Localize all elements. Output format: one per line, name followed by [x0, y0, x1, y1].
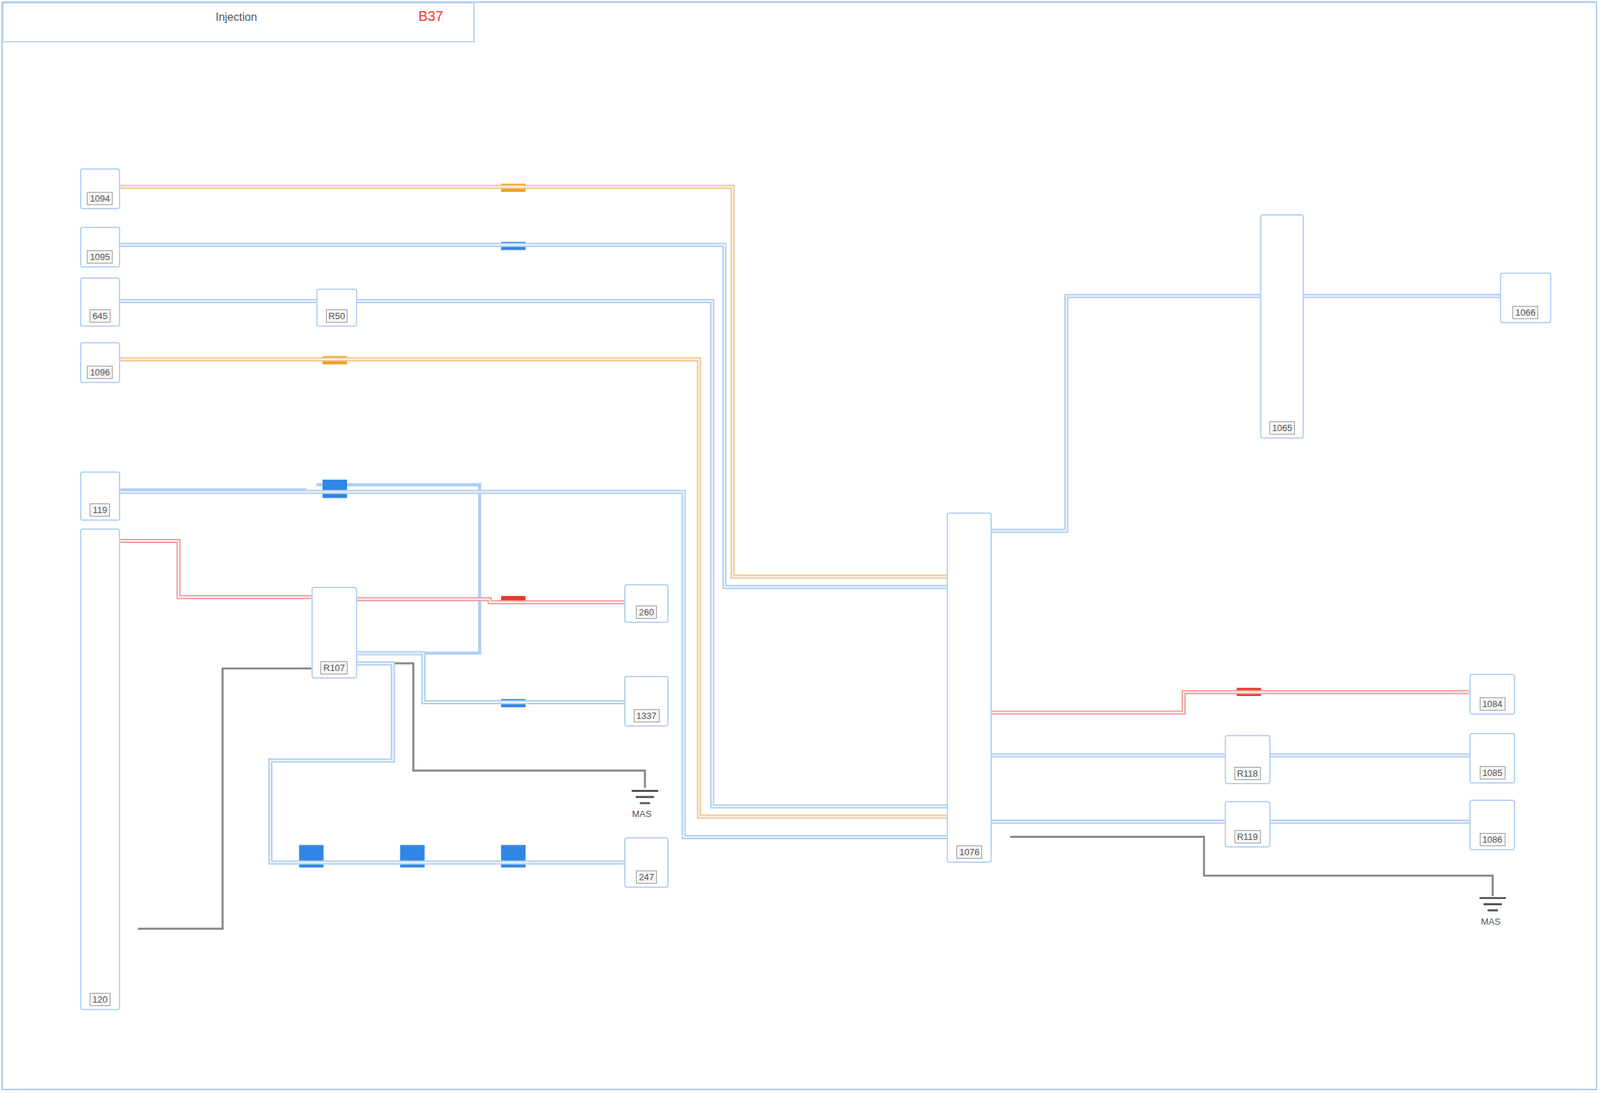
wire-connector	[991, 820, 1225, 822]
component-code: 119	[89, 503, 110, 517]
component-box: R107	[311, 586, 358, 679]
wire-connector	[120, 359, 947, 817]
wire-connector	[991, 296, 1261, 532]
component-code: 1084	[1479, 697, 1506, 711]
page-code: B37	[417, 8, 445, 25]
component-code: 1066	[1512, 305, 1539, 320]
component-box: 1084	[1469, 673, 1516, 715]
ground-label: MAS	[630, 808, 653, 819]
wire-connector	[1303, 295, 1500, 297]
wire-connector	[1270, 820, 1470, 822]
component-box: 1085	[1469, 732, 1516, 784]
component-code: 1085	[1479, 765, 1506, 780]
component-code: R107	[320, 660, 348, 675]
component-code: 1094	[86, 191, 113, 206]
component-code: 1096	[86, 365, 113, 379]
component-box: 119	[79, 471, 121, 520]
wire-connector	[120, 540, 312, 598]
component-box: 260	[624, 583, 668, 623]
wire-connector	[1270, 754, 1470, 756]
component-code: 1065	[1269, 421, 1295, 435]
component-box: 1065	[1260, 214, 1304, 439]
wire-connector	[991, 691, 1470, 712]
component-box: 645	[79, 277, 121, 326]
wire-connector	[357, 599, 625, 602]
component-box: 247	[624, 836, 668, 888]
wire-connector	[270, 663, 625, 862]
component-box: 1337	[624, 675, 668, 727]
component-box: 120	[79, 528, 121, 1010]
component-code: R50	[325, 309, 349, 323]
component-code: 1095	[86, 250, 113, 264]
component-box: 1095	[79, 226, 121, 268]
component-code: R119	[1234, 829, 1261, 844]
component-code: 1076	[956, 845, 983, 859]
ground-label: MAS	[1479, 916, 1502, 927]
component-code: R118	[1234, 766, 1261, 780]
component-code: 645	[89, 309, 111, 323]
component-box: 1086	[1469, 799, 1516, 851]
component-code: 1337	[633, 708, 660, 723]
component-code: 1086	[1479, 832, 1506, 846]
component-box: R50	[316, 288, 358, 326]
component-box: R119	[1224, 800, 1271, 847]
title-text: Injection	[69, 11, 404, 24]
wire-connector	[120, 300, 317, 302]
component-box: 1076	[946, 512, 992, 863]
component-code: 260	[635, 605, 657, 619]
wire-connector	[357, 300, 948, 807]
wire-connector	[357, 653, 625, 703]
wire-connector	[991, 754, 1225, 756]
wire-connector	[120, 492, 947, 837]
component-box: 1094	[79, 168, 121, 210]
component-code: 247	[635, 870, 657, 884]
component-code: 120	[89, 992, 111, 1006]
wire-connector	[120, 244, 947, 587]
component-box: 1096	[79, 341, 121, 383]
component-box: 1066	[1499, 272, 1551, 324]
component-box: R118	[1224, 734, 1271, 784]
